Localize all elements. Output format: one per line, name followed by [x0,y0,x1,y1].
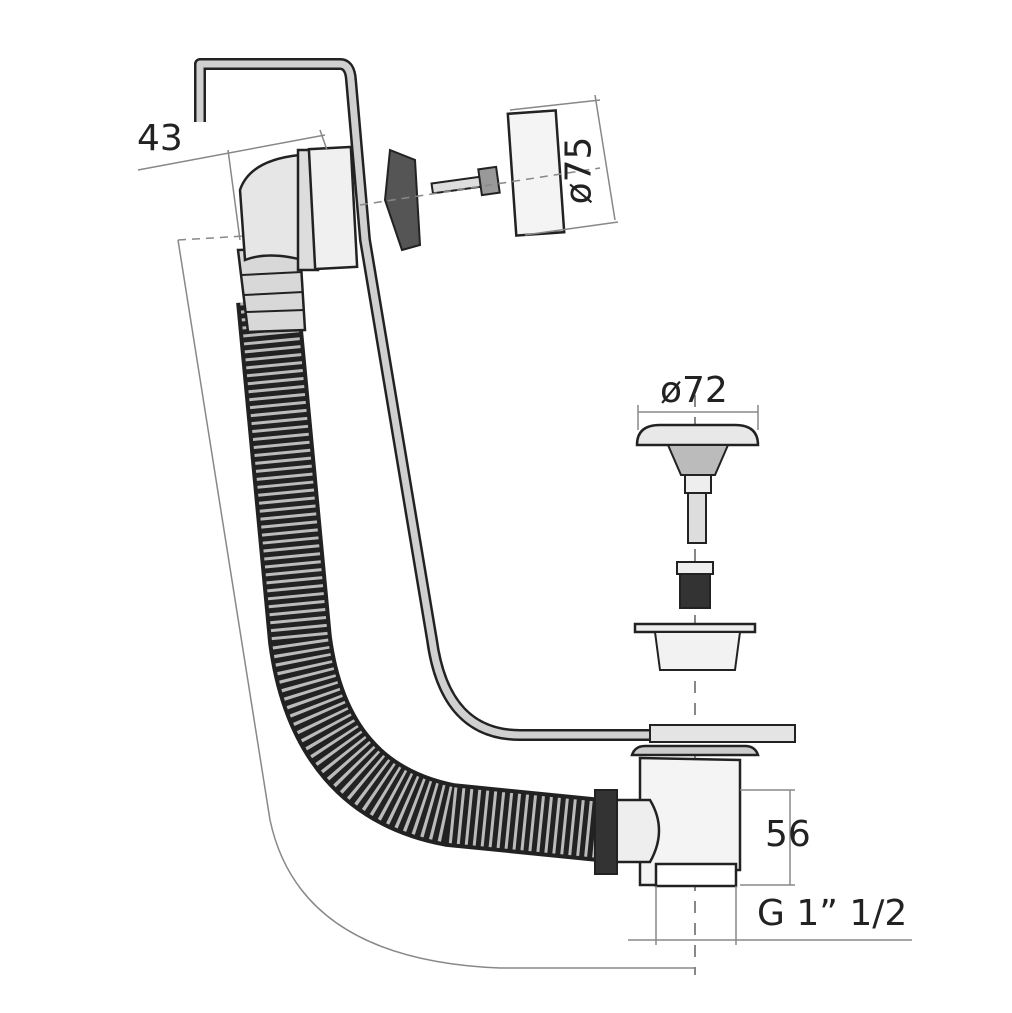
waste-flange [630,744,760,757]
hose-connector [613,798,661,864]
rod-plate [649,724,796,743]
waste-strainer-body [653,631,742,671]
waste-stem [687,492,707,544]
hose-collar [236,246,307,334]
dim-75-line [594,94,616,221]
overflow-gasket [307,145,359,271]
installation-outline [177,239,695,969]
overflow-cover [506,109,566,237]
outline-top-dashed [177,235,246,241]
waste-cap [635,423,760,447]
waste-strainer-plate [633,622,757,634]
overflow-screw [430,175,484,195]
dim-56-label: 56 [765,814,811,855]
corrugated-hose [236,297,604,862]
hose-nut [594,789,618,875]
overflow-grille [383,148,422,252]
thread-size-label: G 1” 1/2 [757,893,908,934]
dim-43-line [137,134,326,171]
dim-43-label: 43 [137,118,183,159]
dim-75-label: ø75 [558,136,600,205]
dim-72-label: ø72 [660,370,728,411]
